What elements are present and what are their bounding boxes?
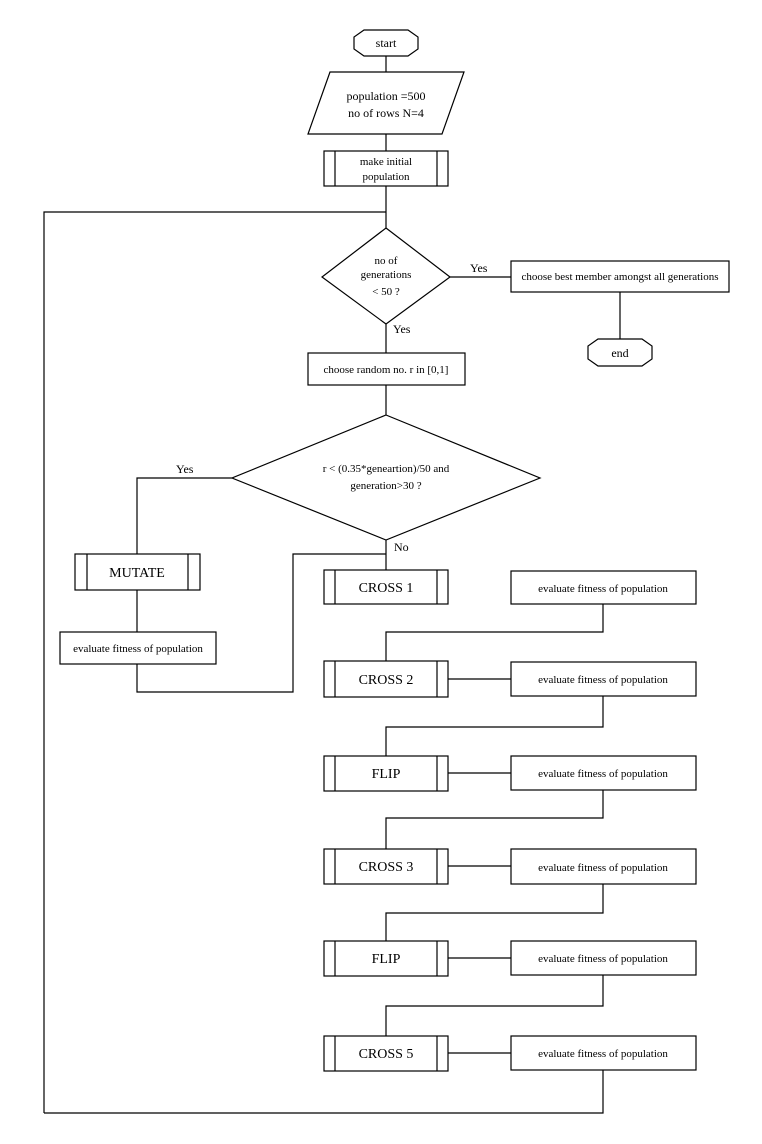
- input-line-2: no of rows N=4: [348, 106, 424, 120]
- evaluate-node-4: evaluate fitness of population: [510, 848, 697, 885]
- flip-node-2: FLIP: [323, 940, 449, 977]
- connector-eval1-cross2: [385, 604, 604, 661]
- init-node: make initial population: [323, 150, 449, 187]
- evaluate-node-2: evaluate fitness of population: [510, 661, 697, 697]
- evaluate-label-6: evaluate fitness of population: [538, 1048, 668, 1060]
- cross3-label: CROSS 3: [359, 860, 414, 875]
- init-line-1: make initial: [360, 156, 412, 168]
- init-line-2: population: [362, 171, 410, 183]
- connector-eval3-cross3: [385, 790, 604, 849]
- evaluate-label-3: evaluate fitness of population: [538, 768, 668, 780]
- yes-label-mutate: Yes: [176, 462, 194, 476]
- connector-loop-to-decision: [43, 211, 386, 1113]
- choose-random-node: choose random no. r in [0,1]: [307, 352, 466, 386]
- evaluate-label-4: evaluate fitness of population: [538, 862, 668, 874]
- evaluate-node-6: evaluate fitness of population: [510, 1035, 697, 1071]
- connector-eval6-loop: [44, 1070, 604, 1114]
- cross1-label: CROSS 1: [359, 581, 414, 596]
- flip-node-1: FLIP: [323, 755, 449, 792]
- connector-evaluate-merge: [136, 553, 386, 693]
- mutate-decision: r < (0.35*geneartion)/50 and generation>…: [230, 414, 542, 541]
- cross3-node: CROSS 3: [323, 848, 449, 885]
- yes-label-continue: Yes: [393, 322, 411, 336]
- evaluate-node-5: evaluate fitness of population: [510, 940, 697, 976]
- generations-decision-line-3: < 50 ?: [372, 286, 400, 298]
- end-node: end: [587, 338, 653, 367]
- evaluate-node-1: evaluate fitness of population: [510, 570, 697, 605]
- start-label: start: [376, 36, 397, 50]
- flip-label-2: FLIP: [372, 952, 401, 967]
- cross5-node: CROSS 5: [323, 1035, 449, 1072]
- no-label-cross: No: [394, 540, 409, 554]
- connector-eval2-flip: [385, 696, 604, 756]
- flip-label-1: FLIP: [372, 767, 401, 782]
- start-node: start: [353, 29, 419, 57]
- choose-random-label: choose random no. r in [0,1]: [324, 364, 449, 376]
- evaluate-label-mutate: evaluate fitness of population: [73, 643, 203, 655]
- connector-eval4-flip2: [385, 884, 604, 941]
- evaluate-label-2: evaluate fitness of population: [538, 674, 668, 686]
- connector-yes-mutate: [136, 477, 232, 554]
- connectors: [43, 56, 621, 1114]
- choose-best-node: choose best member amongst all generatio…: [510, 260, 730, 293]
- cross2-node: CROSS 2: [323, 660, 449, 698]
- evaluate-label-5: evaluate fitness of population: [538, 953, 668, 965]
- connector-eval5-cross5: [385, 975, 604, 1036]
- cross1-node: CROSS 1: [323, 569, 449, 605]
- evaluate-node-mutate: evaluate fitness of population: [59, 631, 217, 665]
- choose-best-label: choose best member amongst all generatio…: [521, 271, 718, 283]
- mutate-decision-line-2: generation>30 ?: [350, 480, 421, 492]
- input-node: population =500 no of rows N=4: [307, 71, 465, 135]
- input-line-1: population =500: [346, 89, 425, 103]
- mutate-label: MUTATE: [109, 566, 165, 581]
- yes-label-generations: Yes: [470, 261, 488, 275]
- evaluate-node-3: evaluate fitness of population: [510, 755, 697, 791]
- generations-decision: no of generations < 50 ?: [320, 227, 452, 325]
- cross2-label: CROSS 2: [359, 673, 414, 688]
- generations-decision-line-1: no of: [375, 255, 398, 267]
- cross5-label: CROSS 5: [359, 1047, 414, 1062]
- generations-decision-line-2: generations: [361, 269, 412, 281]
- mutate-decision-line-1: r < (0.35*geneartion)/50 and: [323, 463, 450, 475]
- evaluate-label-1: evaluate fitness of population: [538, 583, 668, 595]
- end-label: end: [611, 346, 628, 360]
- mutate-node: MUTATE: [74, 553, 201, 591]
